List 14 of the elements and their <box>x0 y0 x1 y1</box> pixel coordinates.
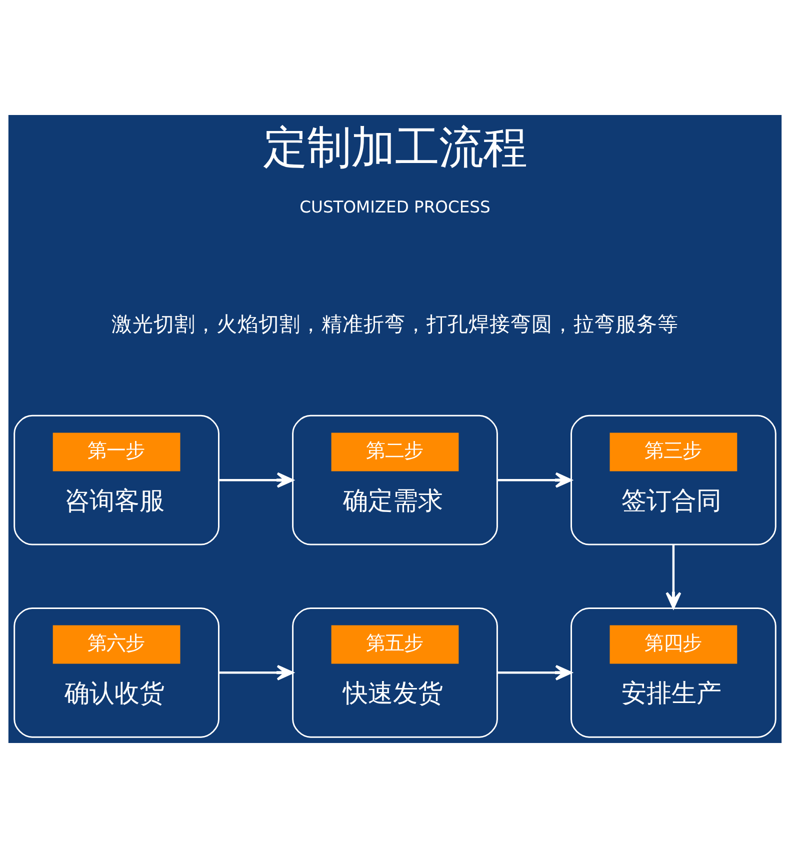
arrow <box>218 664 294 680</box>
node-box: 第一步 咨询客服 <box>14 414 220 546</box>
label: CUSTOMIZED PROCESS <box>300 197 490 216</box>
node-box: 第五步 快速发货 <box>292 607 498 738</box>
diagram-title: 定制加工流程 <box>263 122 527 174</box>
arrow <box>218 472 294 488</box>
node-box: 第三步 签订合同 <box>570 414 776 546</box>
node-box: 第六步 确认收货 <box>14 607 220 738</box>
arrow <box>497 472 572 488</box>
node-box: 第四步 安排生产 <box>570 607 776 738</box>
label: 激光切割，火焰切割，精准折弯，打孔焊接弯圆，拉弯服务等 <box>112 312 678 336</box>
arrow <box>666 544 682 609</box>
node-box: 第二步 确定需求 <box>292 414 498 546</box>
arrow <box>497 664 572 680</box>
